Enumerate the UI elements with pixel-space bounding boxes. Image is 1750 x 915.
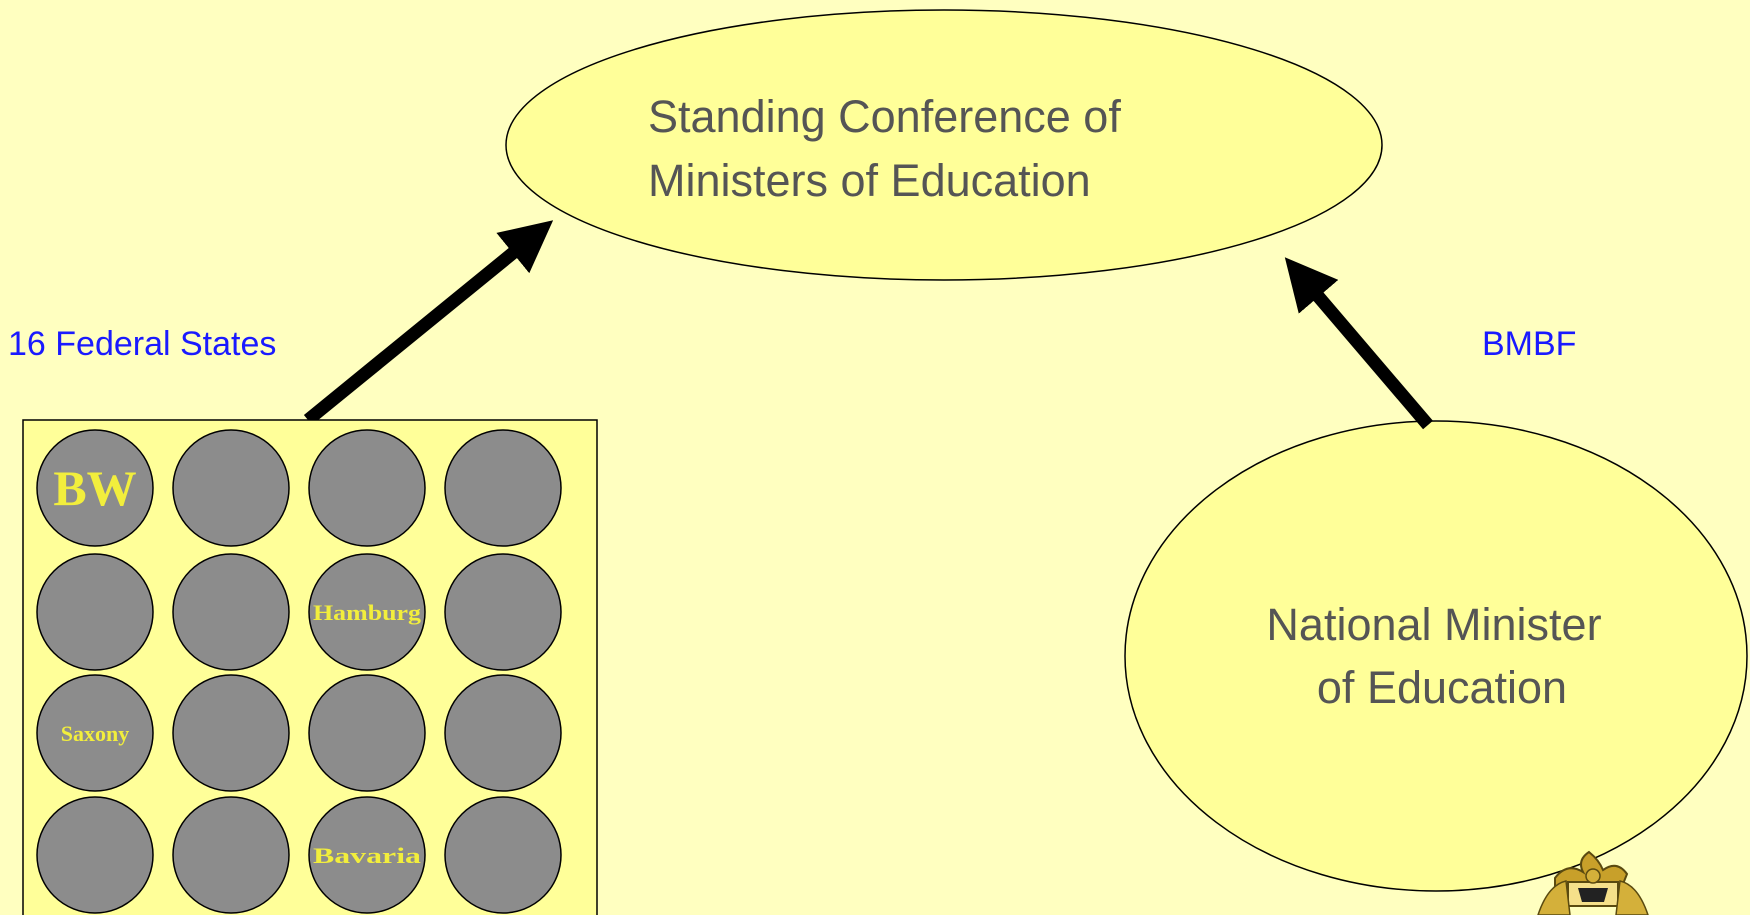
conference-line-1: Standing Conference of — [648, 91, 1121, 142]
state-label: BW — [53, 460, 136, 516]
state-node — [444, 674, 562, 792]
state-node: BW — [36, 429, 154, 547]
state-circle — [172, 674, 290, 792]
minister-line-1: National Minister — [1266, 599, 1601, 650]
bmbf-to-conference-arrow — [1284, 257, 1433, 430]
coat-of-arms-icon — [1537, 850, 1649, 915]
bmbf-edge-label: BMBF — [1482, 325, 1576, 363]
state-node — [172, 429, 290, 547]
state-node — [36, 796, 154, 914]
state-node — [172, 674, 290, 792]
conference-node: Standing Conference of Ministers of Educ… — [505, 9, 1383, 281]
state-circle — [36, 674, 154, 792]
state-label: Bavaria — [313, 843, 421, 868]
state-circle — [308, 674, 426, 792]
state-circle — [172, 796, 290, 914]
state-node — [444, 553, 562, 671]
state-circle — [308, 429, 426, 547]
minister-node: National Minister of Education — [1124, 420, 1748, 892]
state-node — [444, 429, 562, 547]
state-circle — [172, 429, 290, 547]
minister-line-2: of Education — [1317, 662, 1567, 713]
state-node — [444, 796, 562, 914]
state-circle — [36, 553, 154, 671]
state-node: Saxony — [36, 674, 154, 792]
state-node — [172, 796, 290, 914]
state-label: Saxony — [61, 721, 129, 746]
state-node: Bavaria — [308, 796, 426, 914]
state-node — [36, 553, 154, 671]
state-circle — [444, 553, 562, 671]
state-node — [172, 553, 290, 671]
state-node — [308, 674, 426, 792]
state-circle — [444, 429, 562, 547]
state-circle — [308, 796, 426, 914]
state-label: Hamburg — [313, 600, 421, 625]
states-edge-label: 16 Federal States — [8, 325, 276, 363]
conference-line-2: Ministers of Education — [648, 155, 1091, 206]
states-to-conference-arrow — [303, 220, 554, 426]
state-circle — [36, 429, 154, 547]
state-circle — [444, 796, 562, 914]
state-circle — [36, 796, 154, 914]
state-circle — [172, 553, 290, 671]
state-circle — [444, 674, 562, 792]
state-circle — [308, 553, 426, 671]
state-node: Hamburg — [308, 553, 426, 671]
state-node — [308, 429, 426, 547]
